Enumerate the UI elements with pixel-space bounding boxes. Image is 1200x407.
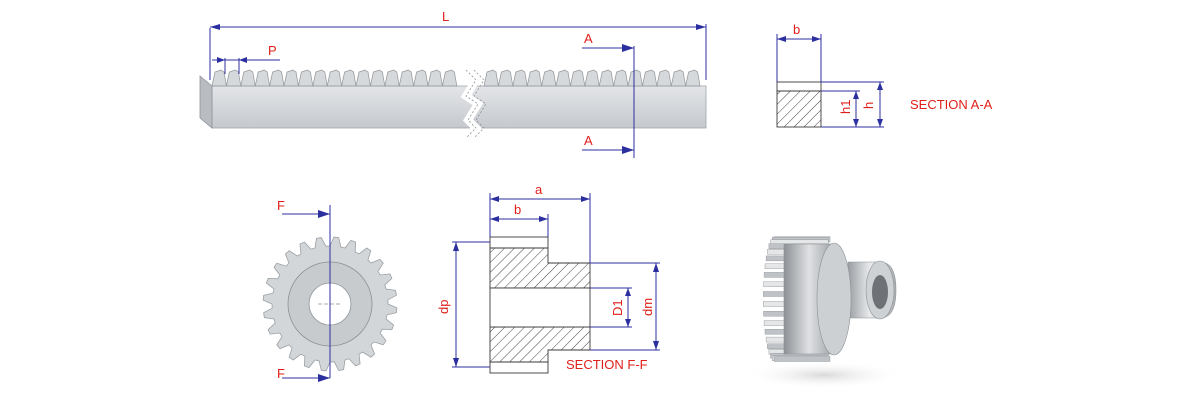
rack-tooth bbox=[441, 69, 458, 87]
rack-tooth bbox=[656, 69, 672, 87]
section-a-label-bottom: A bbox=[584, 133, 593, 148]
gear-3d-render bbox=[744, 236, 904, 389]
section-a-label-top: A bbox=[584, 31, 593, 46]
rack-tooth bbox=[341, 69, 357, 87]
rack-drawing: L P A A bbox=[199, 9, 707, 158]
rack-tooth bbox=[240, 69, 256, 87]
gear-section-upper-hatch bbox=[489, 247, 591, 289]
rack-tooth bbox=[355, 69, 371, 87]
rack-tooth bbox=[326, 69, 343, 87]
section-f-label-bottom: F bbox=[277, 366, 285, 381]
rack-tooth bbox=[483, 69, 499, 87]
rack-tooth bbox=[398, 69, 415, 87]
rack-tooth bbox=[413, 69, 429, 87]
rack-tooth bbox=[685, 69, 701, 87]
rack-tooth bbox=[541, 69, 557, 87]
rack-height-label: h bbox=[861, 102, 876, 109]
section-f-title: SECTION F-F bbox=[566, 357, 648, 372]
rack-tooth bbox=[297, 69, 314, 87]
rack-tooth bbox=[569, 69, 586, 87]
rack-tooth bbox=[641, 69, 658, 87]
pitch-label: P bbox=[268, 43, 277, 58]
gear-3d-tooth bbox=[773, 356, 831, 362]
rack-section-hatch bbox=[776, 90, 822, 128]
tooth-height-label: h1 bbox=[838, 100, 853, 114]
bore-diameter-label: D1 bbox=[610, 299, 625, 316]
section-a-a-drawing: b h1 h SECTION A-A bbox=[776, 22, 993, 128]
rack-tooth bbox=[512, 69, 528, 87]
rack-tooth bbox=[312, 69, 328, 87]
rack-tooth bbox=[384, 69, 400, 87]
rack-tooth bbox=[526, 69, 543, 87]
rack-end-face bbox=[199, 75, 213, 129]
face-width-label: b bbox=[514, 202, 521, 217]
section-f-label-top: F bbox=[277, 198, 285, 213]
length-label: L bbox=[442, 9, 449, 24]
rack-teeth-left bbox=[211, 69, 458, 87]
gear-front-view: F F bbox=[262, 198, 398, 382]
hub-length-label: a bbox=[535, 182, 543, 197]
section-f-f-drawing: a b dp D1 dm SECTION F-F bbox=[436, 182, 660, 374]
rack-tooth bbox=[427, 69, 443, 87]
rack-body bbox=[211, 85, 707, 129]
rack-tooth bbox=[369, 69, 386, 87]
rack-tooth bbox=[670, 69, 687, 87]
rack-tooth bbox=[627, 69, 643, 87]
rack-tooth bbox=[269, 69, 285, 87]
rack-teeth-right bbox=[483, 69, 701, 87]
section-a-title: SECTION A-A bbox=[910, 97, 993, 112]
rack-tooth bbox=[555, 69, 571, 87]
rack-tooth bbox=[211, 69, 227, 87]
pitch-diameter-label: dp bbox=[436, 300, 451, 314]
rack-tooth bbox=[225, 69, 242, 87]
hub-diameter-label: dm bbox=[640, 298, 655, 316]
rack-tooth bbox=[283, 69, 299, 87]
rack-width-label: b bbox=[793, 22, 800, 37]
rack-tooth bbox=[584, 69, 600, 87]
rack-tooth bbox=[497, 69, 514, 87]
rack-tooth bbox=[613, 69, 629, 87]
rack-tooth bbox=[598, 69, 615, 87]
rack-tooth bbox=[254, 69, 271, 87]
